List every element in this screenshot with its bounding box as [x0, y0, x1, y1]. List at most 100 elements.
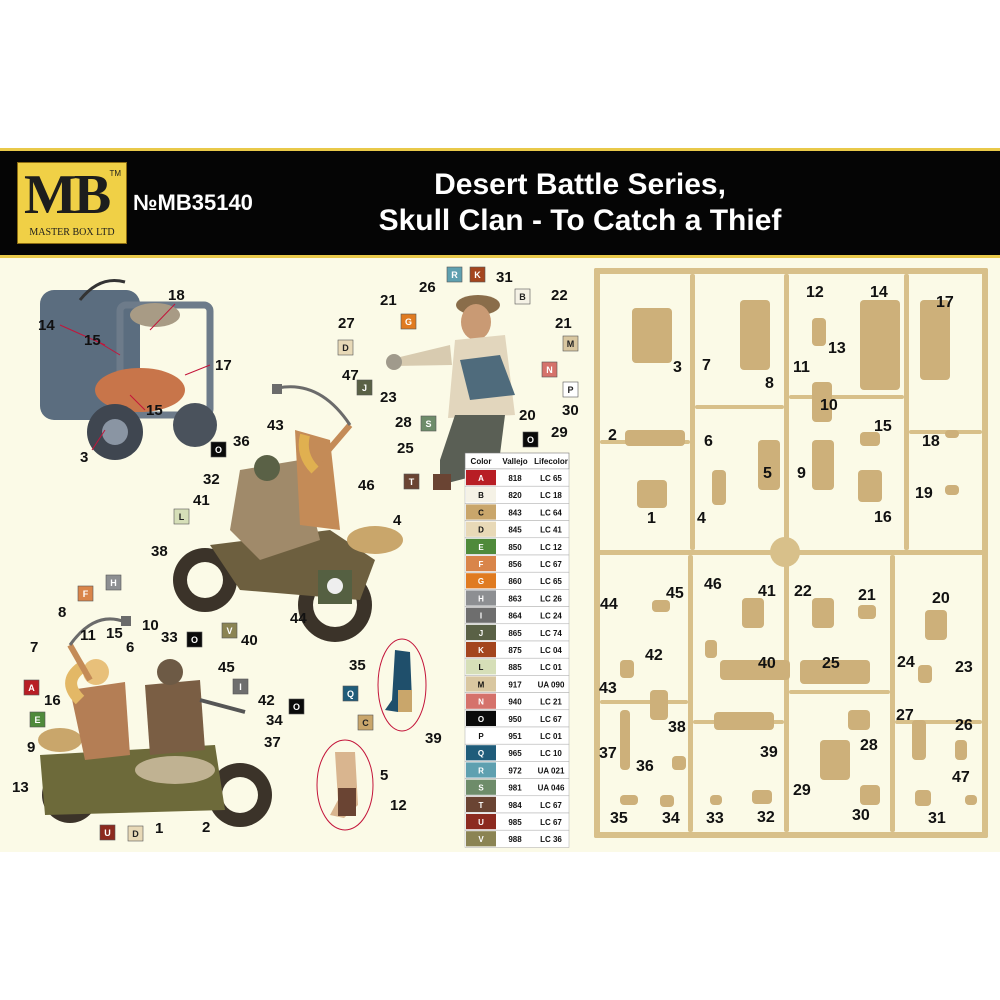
color-code-O: O: [288, 698, 305, 715]
callout-number-16: 16: [44, 692, 61, 709]
color-code-cell: C: [478, 508, 484, 517]
svg-text:O: O: [215, 445, 222, 455]
vallejo-cell: 972: [508, 766, 522, 775]
vallejo-cell: 940: [508, 698, 522, 707]
sidecar-tank-shape: [95, 368, 185, 412]
sprue-part: [945, 485, 959, 495]
lifecolor-cell: LC 36: [540, 835, 562, 844]
color-code-F: F: [77, 585, 94, 602]
sprue-runner: [688, 555, 693, 832]
sprue-part: [925, 610, 947, 640]
color-code-H: H: [105, 574, 122, 591]
callout-number-20: 20: [519, 407, 536, 424]
color-swatch: [466, 487, 496, 503]
color-table-header-cell: Lifecolor: [534, 457, 568, 466]
sprue-part: [820, 740, 850, 780]
sprue-part: [632, 308, 672, 363]
color-code-cell: G: [478, 577, 484, 586]
color-swatch: [466, 573, 496, 589]
callout-number-30: 30: [562, 402, 579, 419]
sprue-part-number-38: 38: [668, 719, 686, 736]
sprue-runner: [890, 555, 895, 832]
sprue-part-number-11: 11: [793, 359, 810, 376]
svg-text:K: K: [474, 270, 481, 280]
sprue-part-number-36: 36: [636, 758, 654, 775]
color-swatch: [466, 556, 496, 572]
callout-number-37: 37: [264, 734, 281, 751]
sprue-runner: [784, 274, 789, 550]
sprue-part-number-29: 29: [793, 782, 811, 799]
sprue-runner: [909, 430, 982, 434]
vallejo-cell: 820: [508, 491, 522, 500]
color-code-J: J: [356, 379, 373, 396]
callout-number-11: 11: [80, 627, 96, 644]
sprue-part-number-26: 26: [955, 717, 973, 734]
color-code-I: I: [232, 678, 249, 695]
kit-number: №MB35140: [133, 190, 253, 215]
color-swatch: [466, 538, 496, 554]
sprue-part: [742, 598, 764, 628]
callout-number-46: 46: [358, 477, 375, 494]
callout-number-29: 29: [551, 424, 568, 441]
sprue-part-number-9: 9: [797, 465, 806, 482]
callout-number-1: 1: [155, 820, 163, 837]
vallejo-cell: 981: [508, 784, 522, 793]
callout-number-42: 42: [258, 692, 275, 709]
vallejo-cell: 965: [508, 749, 522, 758]
sprue-part: [860, 785, 880, 805]
callout-number-10: 10: [142, 617, 159, 634]
sprue-part: [712, 470, 726, 505]
color-code-D: D: [127, 825, 144, 842]
sprue-part-number-1: 1: [647, 510, 656, 527]
lifecolor-cell: LC 01: [540, 663, 562, 672]
lifecolor-cell: UA 021: [538, 766, 565, 775]
svg-text:M: M: [567, 339, 575, 349]
color-code-cell: M: [478, 680, 485, 689]
color-code-cell: P: [478, 732, 484, 741]
svg-text:S: S: [425, 419, 431, 429]
sprue-part: [620, 710, 630, 770]
sprue-part-number-7: 7: [702, 357, 711, 374]
color-swatch: [466, 521, 496, 537]
color-code-K: K: [469, 266, 486, 283]
sprue-part-number-10: 10: [820, 397, 838, 414]
sprue-part: [625, 430, 685, 446]
sprue-runner: [784, 555, 789, 832]
lifecolor-cell: LC 74: [540, 629, 562, 638]
color-code-B: B: [514, 288, 531, 305]
color-swatch: [466, 642, 496, 658]
sprue-part: [720, 660, 790, 680]
vallejo-cell: 856: [508, 560, 522, 569]
logo-trademark: TM: [109, 169, 121, 178]
sprue-part: [965, 795, 977, 805]
lifecolor-cell: LC 26: [540, 594, 562, 603]
sprue-part-number-18: 18: [922, 433, 940, 450]
sprue-part: [920, 300, 950, 380]
lifecolor-cell: LC 04: [540, 646, 562, 655]
sprue-part: [758, 440, 780, 490]
sprue-part-number-44: 44: [600, 596, 618, 613]
svg-text:A: A: [28, 683, 35, 693]
sprue-part-number-3: 3: [673, 359, 682, 376]
sprue-part-number-43: 43: [599, 680, 617, 697]
lifecolor-cell: LC 10: [540, 749, 562, 758]
color-swatch: [466, 504, 496, 520]
callout-number-13: 13: [12, 779, 29, 796]
callout-number-28: 28: [395, 414, 412, 431]
sprue-part-number-30: 30: [852, 807, 870, 824]
sprue-gate: [770, 537, 800, 567]
sprue-part: [660, 795, 674, 807]
vallejo-cell: 843: [508, 508, 522, 517]
sprue-part: [848, 710, 870, 730]
sprue-part-number-13: 13: [828, 340, 846, 357]
